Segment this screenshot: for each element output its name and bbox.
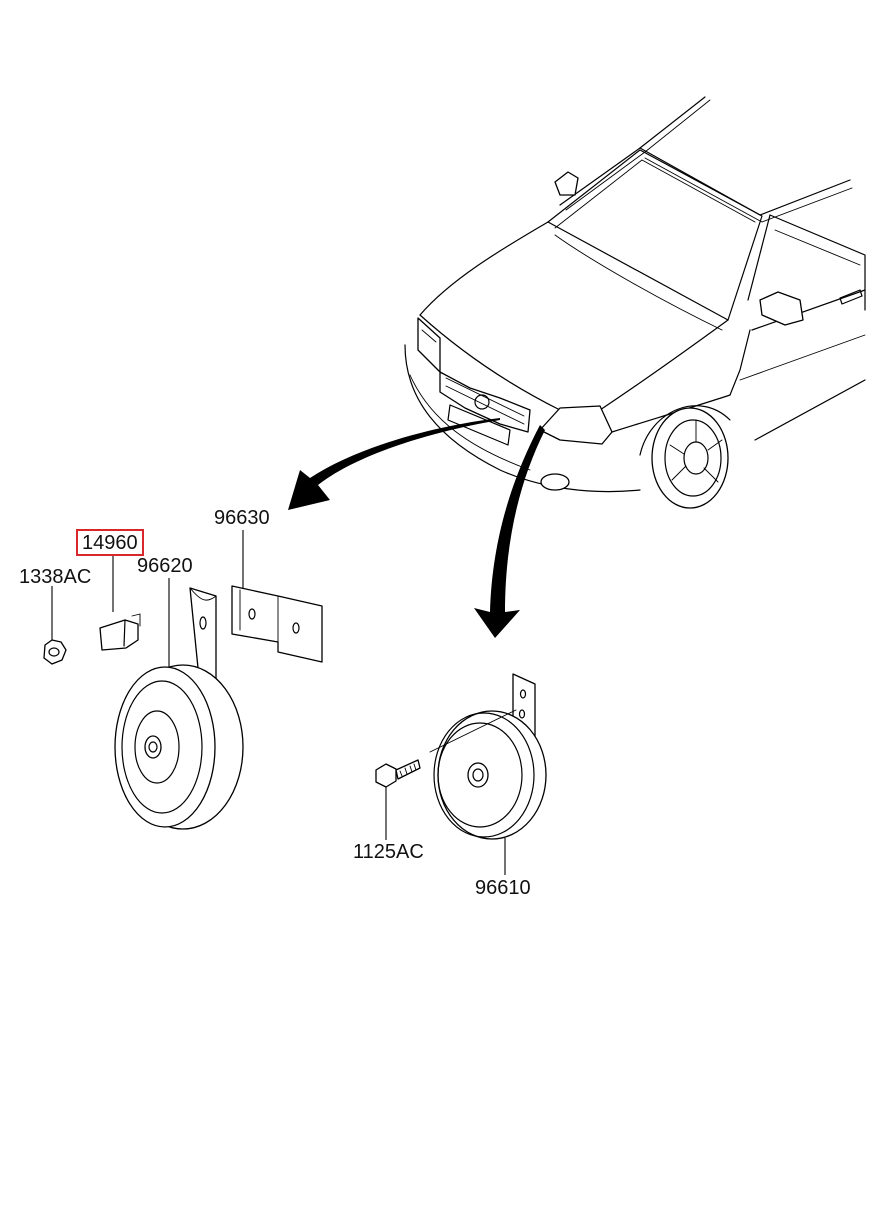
label-96630: 96630 [214, 507, 270, 529]
nut-part [43, 639, 67, 665]
label-96610: 96610 [475, 877, 531, 899]
label-96620: 96620 [137, 555, 193, 577]
label-14960-highlighted[interactable]: 14960 [76, 529, 144, 556]
label-1125AC: 1125AC [353, 841, 424, 863]
horn-low-part [114, 587, 244, 830]
leader-lines [51, 530, 506, 875]
clip-part [99, 613, 141, 651]
horn-high-part [429, 673, 547, 840]
car-illustration [404, 96, 866, 509]
bracket-part [231, 585, 323, 663]
bolt-part [375, 759, 421, 788]
location-arrows [288, 418, 545, 638]
label-1338AC: 1338AC [19, 566, 92, 588]
